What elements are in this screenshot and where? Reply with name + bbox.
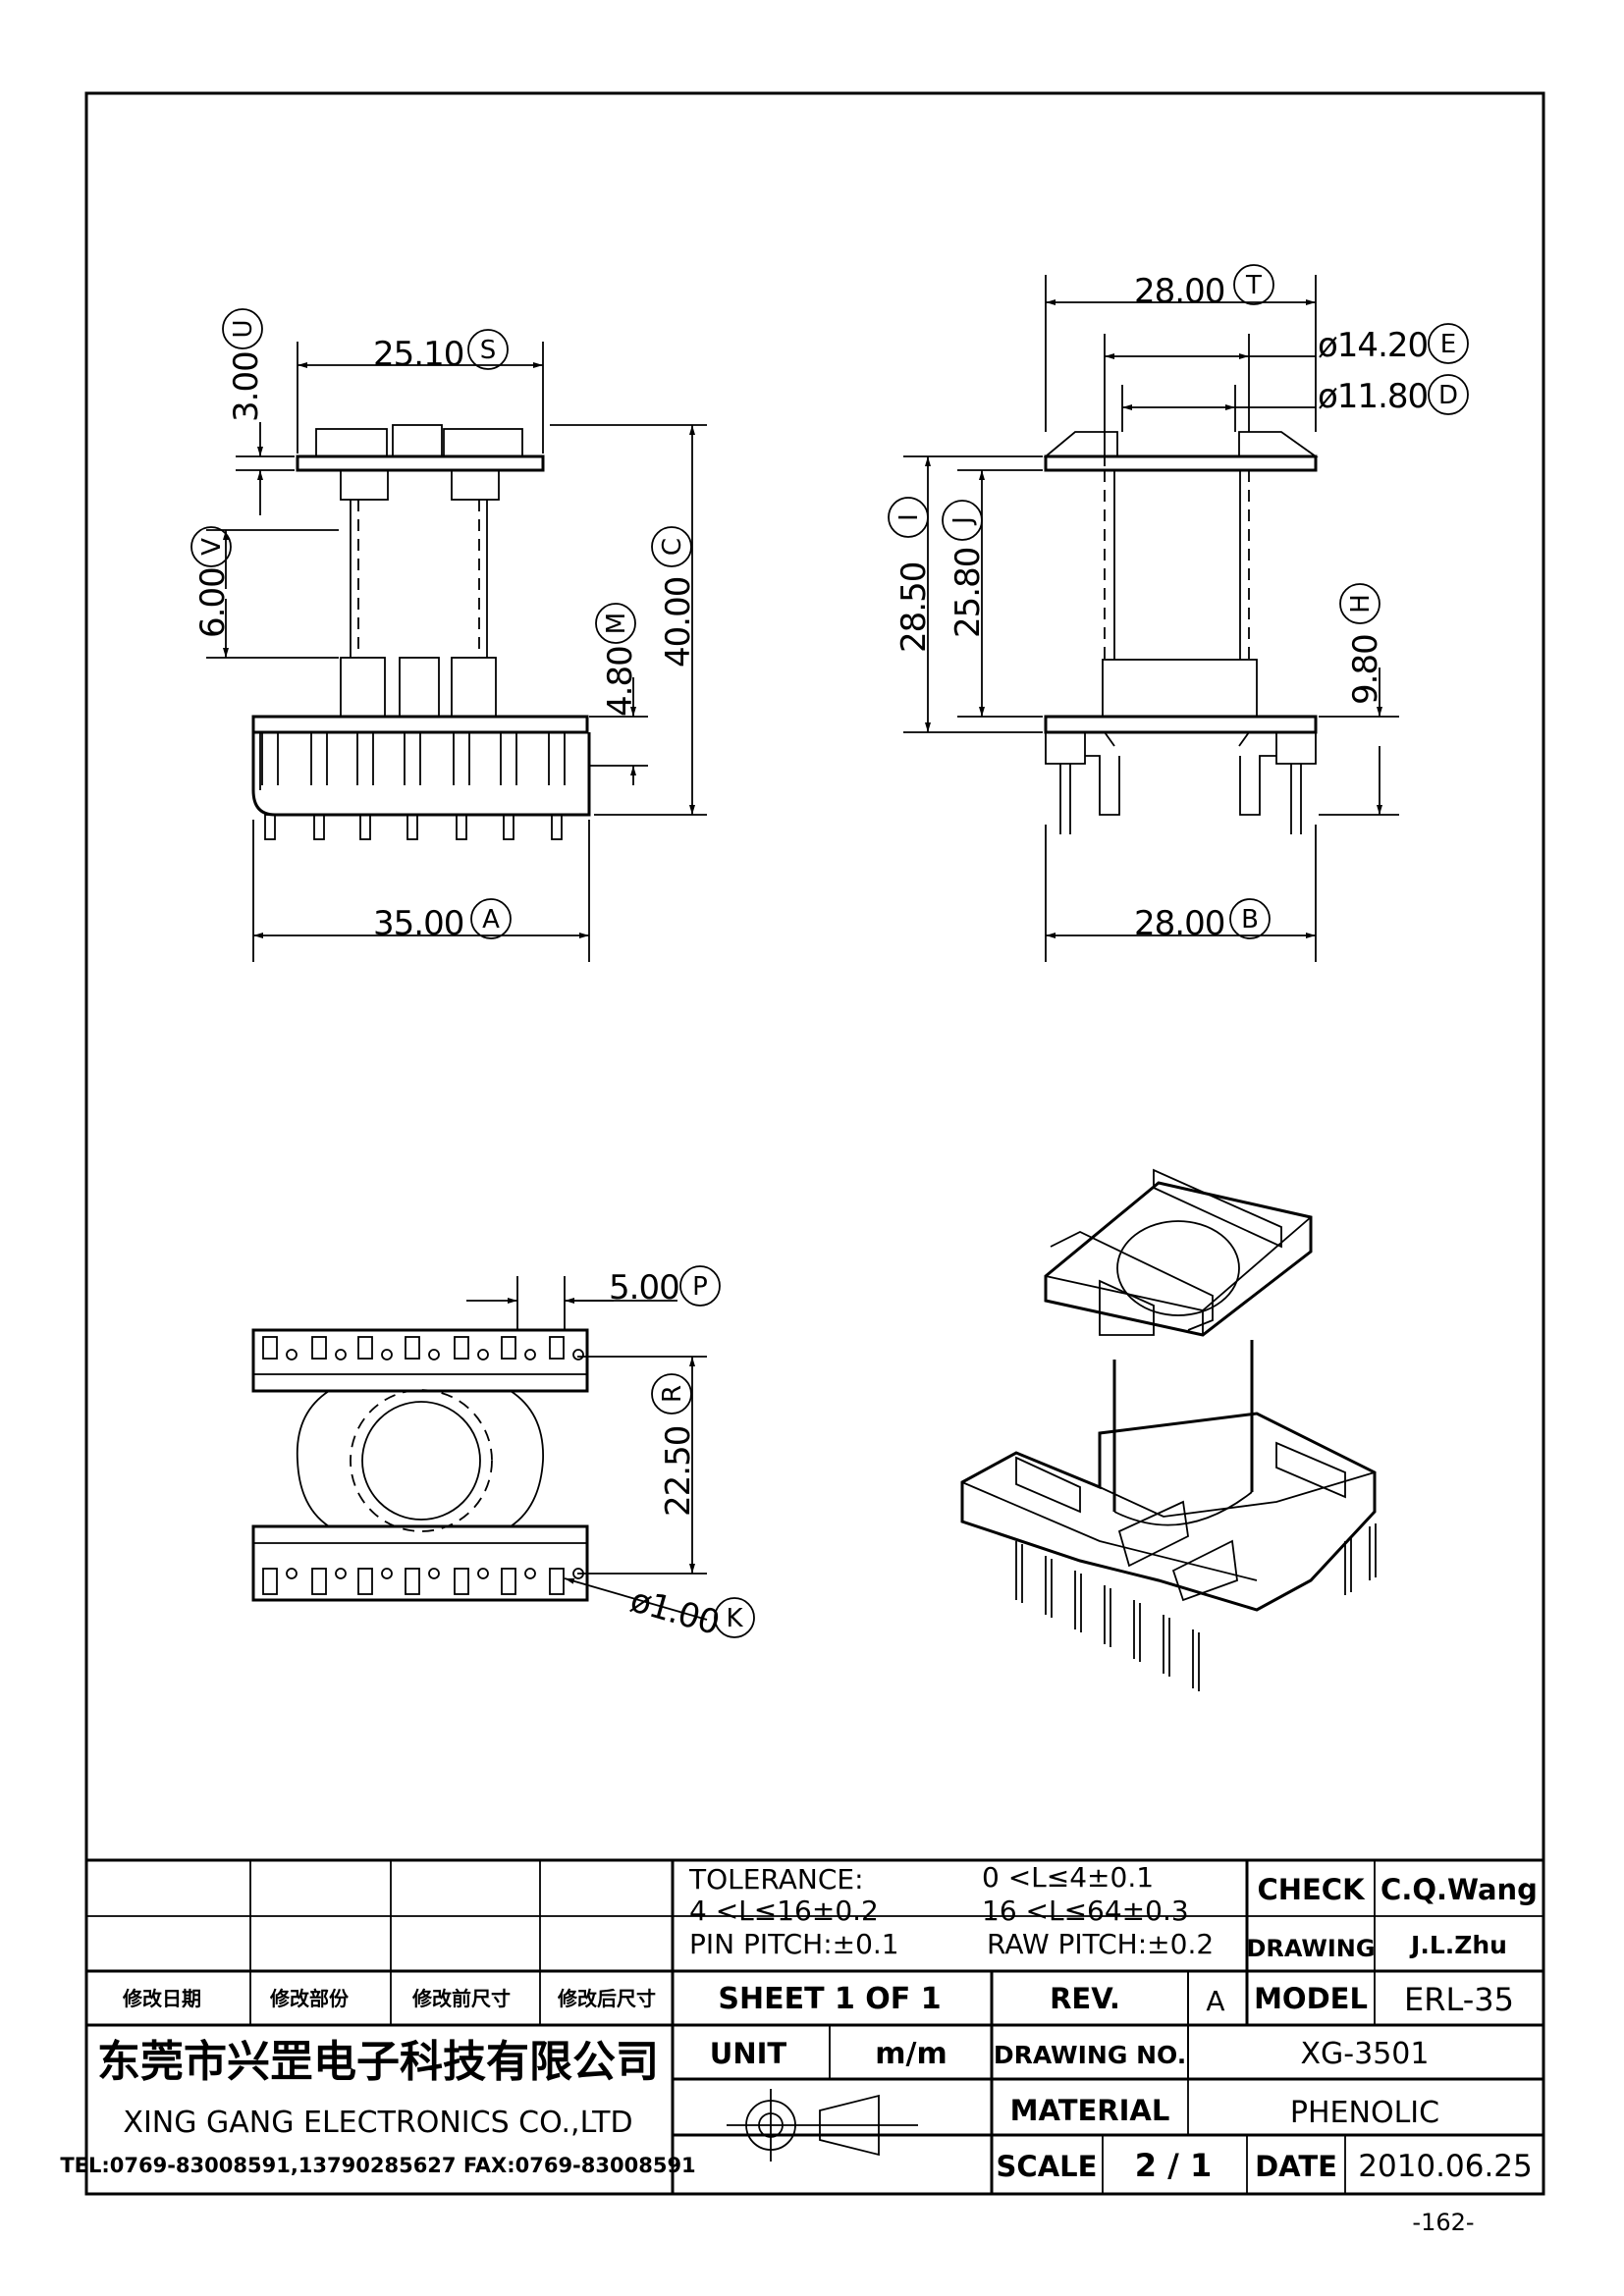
date-value: 2010.06.25	[1358, 2149, 1533, 2184]
raw-pitch: RAW PITCH:±0.2	[987, 1928, 1214, 1960]
unit-label: UNIT	[710, 2037, 787, 2070]
tolerance-range-2: 4 <L≤16±0.2	[689, 1895, 879, 1927]
bubble-a: A	[482, 905, 500, 934]
dim-v-value: 6.00	[193, 567, 233, 638]
check-value: C.Q.Wang	[1380, 1873, 1538, 1906]
pin-pitch: PIN PITCH:±0.1	[689, 1928, 899, 1960]
dim-u-value: 3.00	[227, 351, 266, 422]
front-view: 25.10 S 3.00 U 6.00 V 4.80 M 40.00 C	[190, 308, 707, 962]
dim-a-value: 35.00	[373, 904, 463, 943]
bubble-k: K	[726, 1604, 743, 1633]
bottom-view: 5.00 P 22.50 R ø1.00 K	[251, 1265, 755, 1643]
title-block: TOLERANCE: 0 <L≤4±0.1 4 <L≤16±0.2 16 <L≤…	[60, 1858, 1543, 2194]
date-label: DATE	[1255, 2150, 1337, 2183]
company-name-cn: 东莞市兴罡电子科技有限公司	[97, 2037, 659, 2087]
rev-value: A	[1206, 1985, 1224, 2017]
drawing-no-value: XG-3501	[1301, 2037, 1430, 2071]
bubble-e: E	[1440, 330, 1456, 359]
dim-i-value: 28.50	[894, 562, 934, 653]
bubble-p: P	[692, 1272, 708, 1302]
drawing-value: J.L.Zhu	[1409, 1931, 1507, 1959]
bubble-d: D	[1438, 381, 1458, 410]
bubble-v: V	[197, 538, 227, 556]
bubble-m: M	[602, 613, 631, 634]
isometric-view	[960, 1168, 1377, 1691]
dim-s-value: 25.10	[373, 335, 463, 374]
side-view: 28.00 T ø14.20 E ø11.80 D 28.50 I 25.80 …	[888, 264, 1469, 962]
bubble-b: B	[1241, 905, 1259, 934]
dim-m-value: 4.80	[601, 646, 640, 717]
company-contact: TEL:0769-83008591,13790285627 FAX:0769-8…	[60, 2154, 695, 2177]
dim-c-value: 40.00	[659, 577, 698, 667]
dim-j-value: 25.80	[948, 548, 988, 638]
projection-symbol	[727, 2089, 918, 2162]
bubble-r: R	[658, 1385, 687, 1403]
dim-h-value: 9.80	[1346, 634, 1385, 705]
bubble-u: U	[229, 319, 258, 338]
bubble-h: H	[1346, 594, 1376, 614]
dim-p-value: 5.00	[609, 1268, 679, 1308]
sheet-info: SHEET 1 OF 1	[718, 1982, 941, 2016]
rev-part-header: 修改部份	[269, 1987, 350, 2010]
scale-value: 2 / 1	[1135, 2147, 1213, 2184]
drawing-frame	[84, 91, 1545, 2196]
tolerance-range-1: 0 <L≤4±0.1	[982, 1861, 1154, 1894]
material-label: MATERIAL	[1010, 2094, 1170, 2127]
company-name-en: XING GANG ELECTRONICS CO.,LTD	[123, 2106, 632, 2140]
drawing-no-label: DRAWING NO.	[994, 2041, 1186, 2069]
scale-label: SCALE	[997, 2150, 1098, 2183]
drawing-label: DRAWING	[1246, 1935, 1375, 1962]
rev-date-header: 修改日期	[122, 1987, 201, 2010]
bubble-t: T	[1245, 271, 1262, 300]
rev-label: REV.	[1050, 1982, 1120, 2015]
model-value: ERL-35	[1404, 1981, 1514, 2018]
tolerance-range-3: 16 <L≤64±0.3	[982, 1895, 1189, 1927]
unit-value: m/m	[875, 2037, 947, 2071]
dim-d-value: ø11.80	[1318, 377, 1428, 416]
bubble-i: I	[894, 513, 924, 521]
check-label: CHECK	[1257, 1873, 1366, 1906]
rev-after-header: 修改后尺寸	[557, 1987, 656, 2010]
dim-b-value: 28.00	[1134, 904, 1224, 943]
dim-k-value: ø1.00	[626, 1580, 724, 1643]
dim-t-value: 28.00	[1134, 272, 1224, 311]
dim-r-value: 22.50	[659, 1426, 698, 1517]
dim-e-value: ø14.20	[1318, 326, 1428, 365]
bubble-j: J	[948, 516, 978, 526]
bubble-c: C	[658, 538, 687, 556]
rev-before-header: 修改前尺寸	[411, 1987, 511, 2010]
bubble-s: S	[480, 336, 497, 365]
page-number: -162-	[1412, 2209, 1474, 2236]
material-value: PHENOLIC	[1290, 2096, 1439, 2130]
model-label: MODEL	[1254, 1982, 1368, 2015]
tolerance-label: TOLERANCE:	[688, 1863, 864, 1896]
